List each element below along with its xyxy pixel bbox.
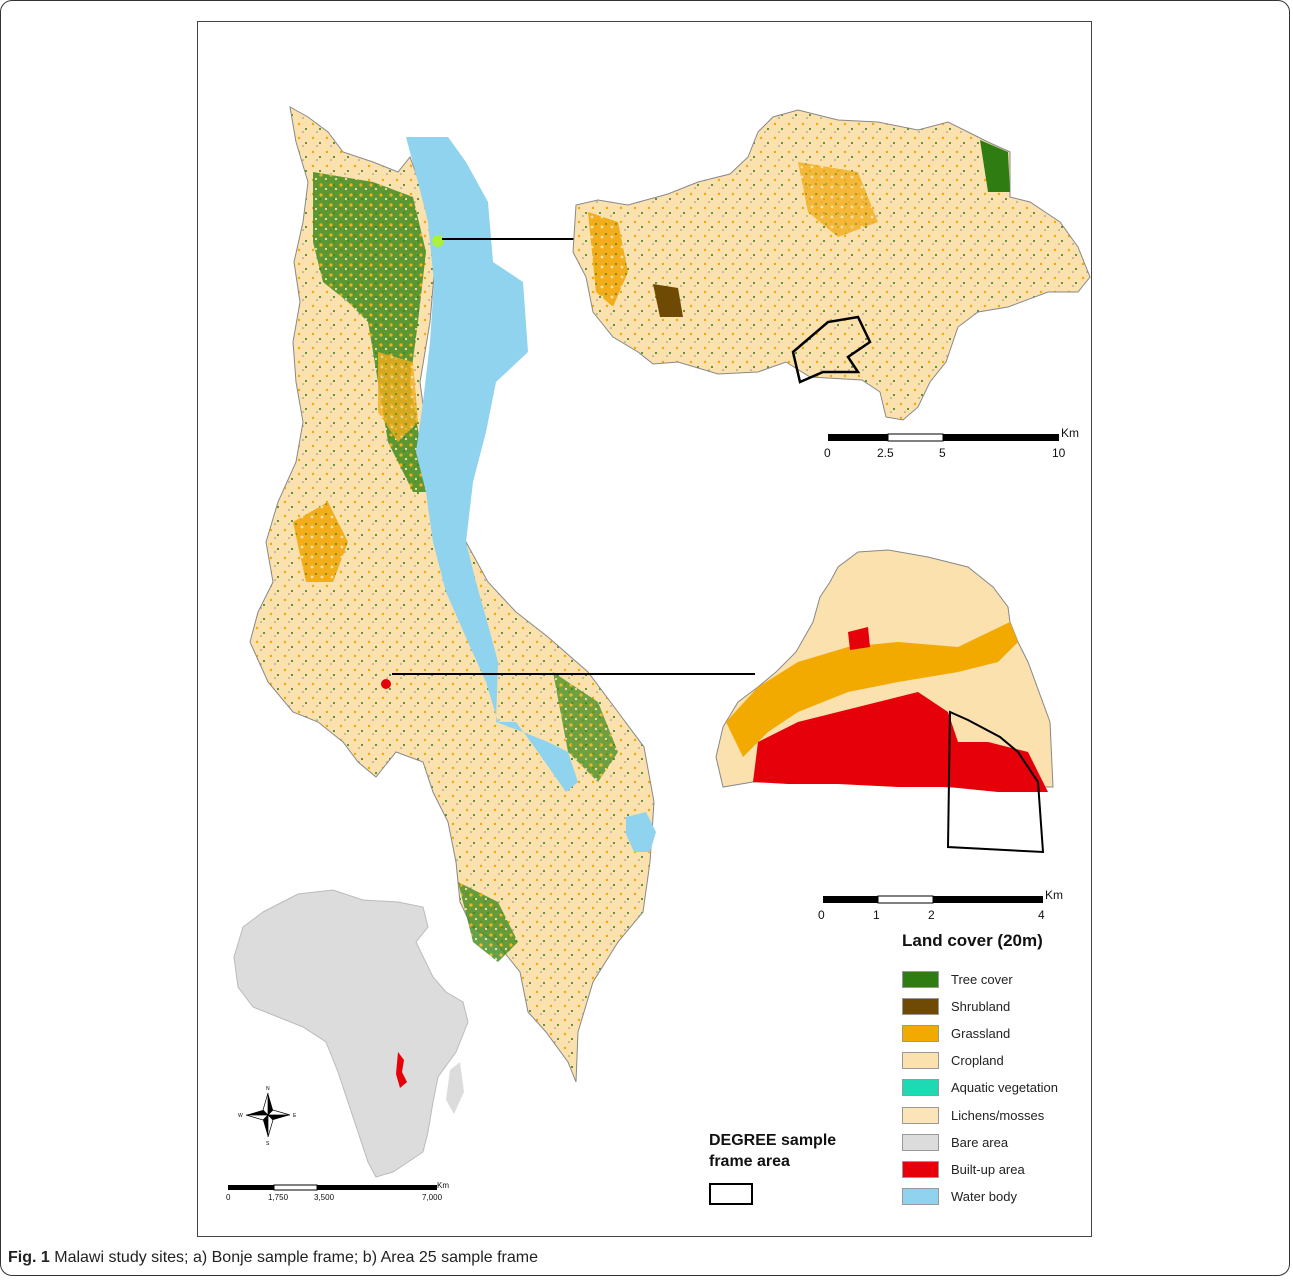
bonje-sample-frame	[791, 315, 872, 384]
sample-frame-title-line2: frame area	[709, 1153, 790, 1170]
scalebar-bonje	[828, 433, 1059, 442]
legend-item: Grassland	[902, 1023, 1010, 1043]
map-frame: N S E W	[197, 21, 1092, 1237]
legend-item: Aquatic vegetation	[902, 1078, 1058, 1098]
scalebar-bonje-unit: Km	[1061, 426, 1079, 440]
legend-item: Bare area	[902, 1132, 1008, 1152]
legend-label: Shrubland	[951, 998, 1011, 1014]
bonje-site-marker	[432, 235, 444, 247]
legend-item: Shrubland	[902, 996, 1010, 1016]
lake-malawi	[406, 137, 578, 792]
scalebar-area25-tick-0: 0	[818, 908, 825, 922]
bonje-shrub-patch	[653, 284, 683, 317]
malawi-map	[249, 106, 755, 1083]
area25-sample-frame	[946, 710, 1045, 854]
scalebar-africa-unit: Km	[437, 1181, 449, 1190]
area25-site-marker	[381, 679, 391, 689]
scalebar-bonje-tick-0: 0	[824, 446, 831, 460]
legend-title: Land cover (20m)	[902, 931, 1043, 950]
legend-swatch	[902, 997, 939, 1015]
scalebar-bonje-tick-3: 10	[1052, 446, 1066, 460]
legend-swatch	[902, 1052, 939, 1070]
legend-swatch	[902, 1024, 939, 1042]
legend-label: Grassland	[951, 1025, 1011, 1041]
legend-label: Aquatic vegetation	[951, 1080, 1058, 1096]
area25-inset-map	[715, 549, 1054, 854]
area25-grass	[726, 622, 1018, 757]
africa-inset-map	[233, 889, 469, 1178]
east-label: E	[293, 1113, 297, 1119]
sample-frame-swatch	[709, 1183, 753, 1205]
legend-swatch	[902, 970, 939, 988]
legend-label: Cropland	[951, 1053, 1004, 1069]
scalebar-bonje-tick-1: 2.5	[877, 446, 894, 460]
scalebar-africa-tick-2: 3,500	[314, 1193, 335, 1202]
madagascar	[446, 1062, 464, 1114]
south-label: S	[266, 1141, 270, 1147]
bonje-inset-map	[572, 109, 1091, 421]
caption-text: Malawi study sites; a) Bonje sample fram…	[54, 1249, 538, 1266]
scalebar-area25-unit: Km	[1045, 888, 1063, 902]
africa-landmass	[233, 889, 469, 1178]
bonje-tree-patch	[980, 140, 1010, 192]
grassland-central	[378, 352, 418, 442]
scalebar-area25-tick-2: 2	[928, 908, 935, 922]
scalebar-africa-tick-0: 0	[226, 1193, 231, 1202]
sample-frame-title-line1: DEGREE sample	[709, 1132, 837, 1149]
scalebar-area25-tick-1: 1	[873, 908, 880, 922]
scalebar-africa-tick-1: 1,750	[268, 1193, 289, 1202]
legend-label: Water body	[951, 1189, 1017, 1205]
north-label: N	[266, 1086, 270, 1092]
legend-swatch	[902, 1160, 939, 1178]
legend-label: Bare area	[951, 1134, 1009, 1150]
legend-swatch	[902, 1133, 939, 1151]
sample-frame-title: DEGREE sample frame area	[709, 1130, 889, 1172]
legend-label: Lichens/mosses	[951, 1107, 1045, 1123]
north-arrow-icon: N S E W	[238, 1086, 297, 1147]
scalebar-africa	[228, 1184, 437, 1191]
legend-item: Built-up area	[902, 1159, 1025, 1179]
forest-south	[458, 882, 518, 962]
area25-built-up	[753, 692, 1048, 792]
lake-chilwa	[626, 812, 656, 852]
legend-swatch	[902, 1188, 939, 1206]
legend-label: Built-up area	[951, 1161, 1025, 1177]
legend-item: Lichens/mosses	[902, 1105, 1044, 1125]
bonje-grass-patch-2	[798, 162, 878, 237]
legend-item: Water body	[902, 1187, 1017, 1207]
legend-swatch	[902, 1106, 939, 1124]
bonje-grass-patch	[588, 212, 628, 307]
area25-built-up-north	[848, 627, 870, 650]
bonje-frame-land	[572, 109, 1091, 421]
caption-label: Fig. 1	[8, 1249, 50, 1266]
grassland-west	[293, 502, 348, 582]
figure-caption: Fig. 1 Malawi study sites; a) Bonje samp…	[8, 1249, 538, 1267]
forest-east	[553, 672, 618, 782]
scalebar-bonje-tick-2: 5	[939, 446, 946, 460]
legend-label: Tree cover	[951, 971, 1013, 987]
malawi-in-africa	[396, 1052, 407, 1088]
scalebar-africa-tick-3: 7,000	[422, 1193, 443, 1202]
legend-item: Cropland	[902, 1051, 1004, 1071]
map-canvas: N S E W	[228, 106, 1091, 1191]
scalebar-area25	[823, 895, 1043, 904]
legend-swatch	[902, 1079, 939, 1097]
scalebar-area25-tick-3: 4	[1038, 908, 1045, 922]
legend-item: Tree cover	[902, 969, 1013, 989]
west-label: W	[238, 1113, 243, 1119]
